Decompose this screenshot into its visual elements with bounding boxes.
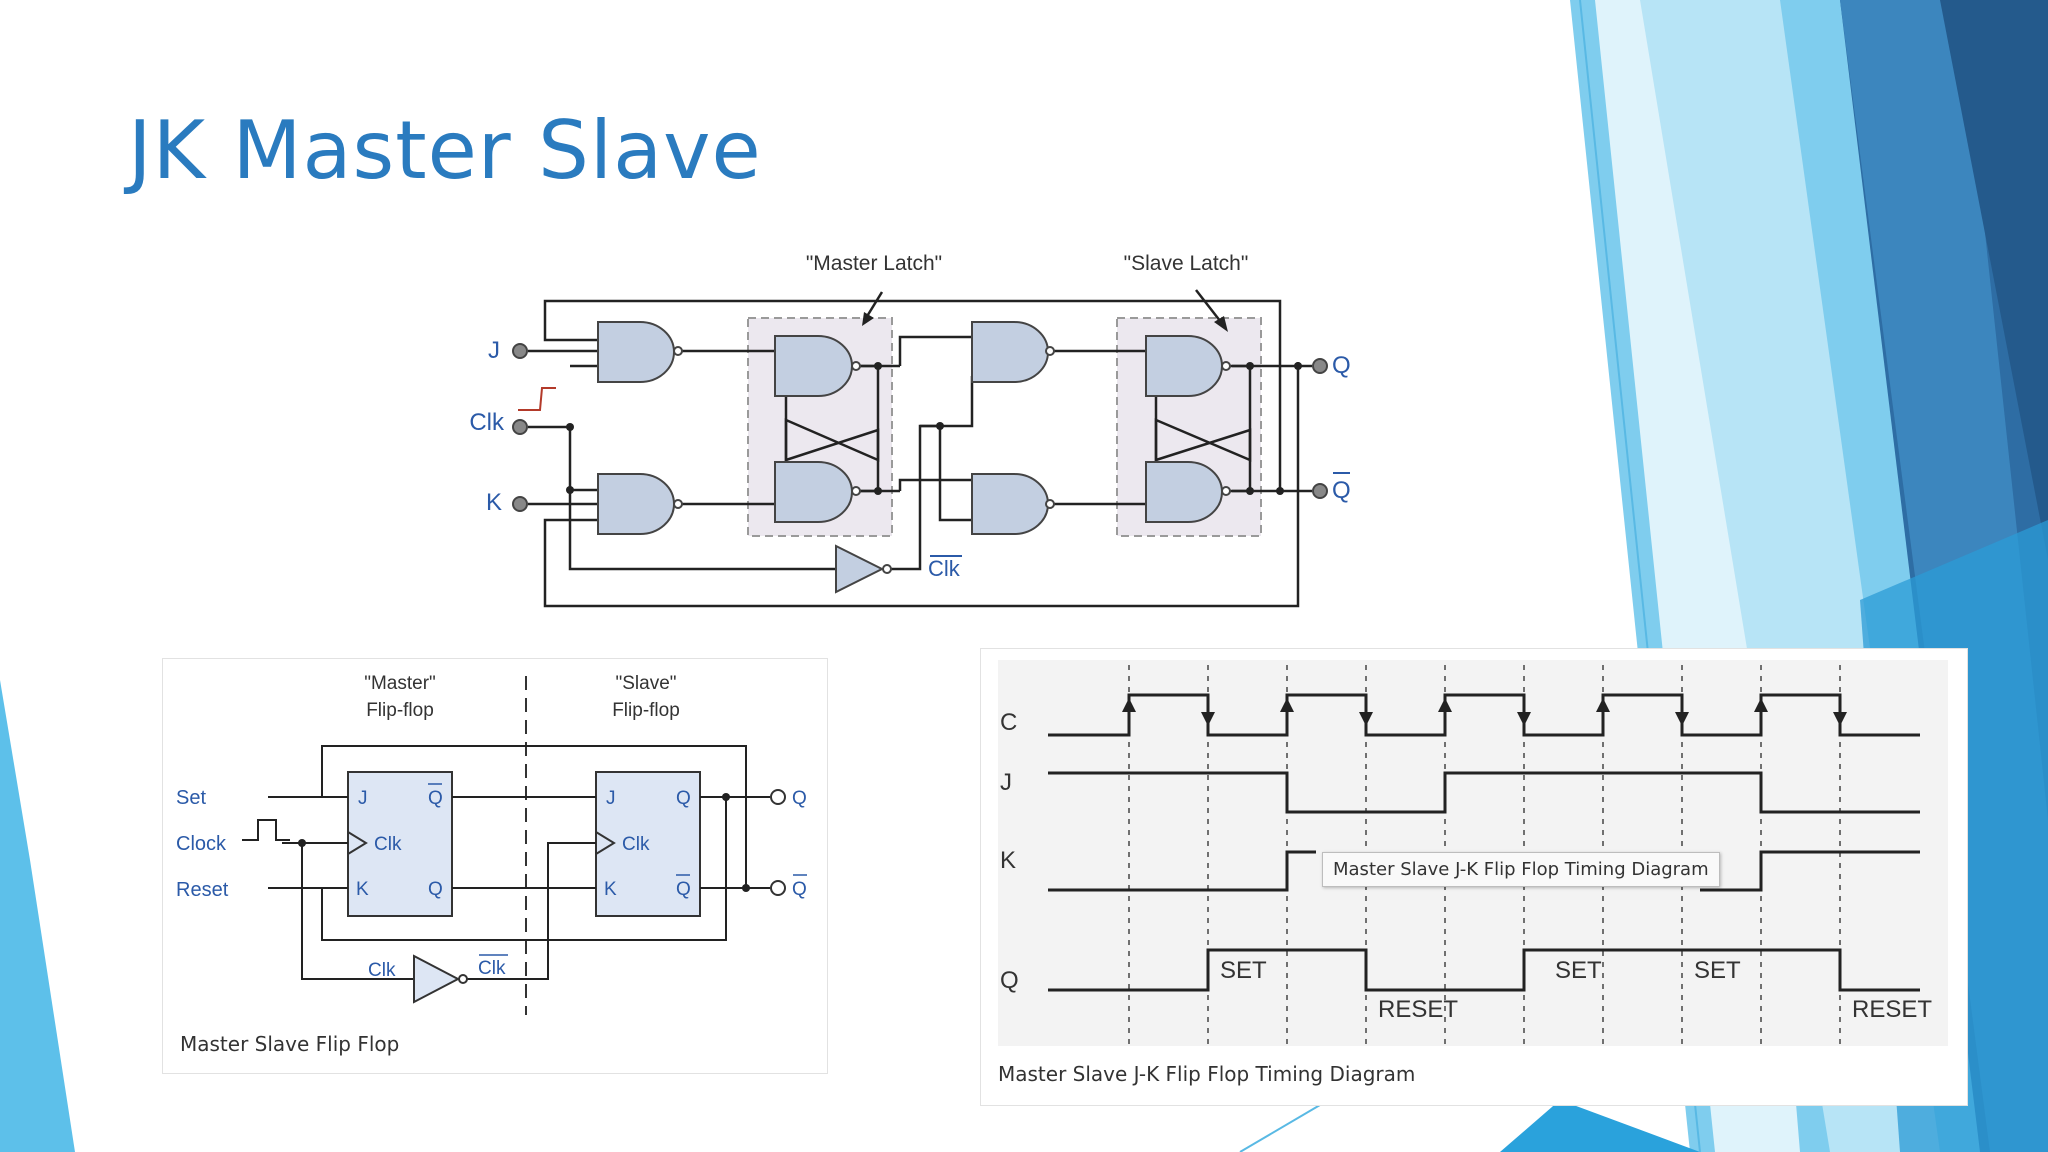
master-port-clk: Clk: [374, 834, 402, 855]
inverted-clock-label: Clk: [928, 556, 961, 581]
master-port-qbar: Q: [428, 788, 443, 809]
signal-c-label: C: [1000, 709, 1017, 736]
q-state-5: RESET: [1852, 996, 1932, 1023]
slave-port-j: J: [606, 788, 616, 809]
slave-port-q: Q: [676, 788, 691, 809]
ff-output-qbar: Q: [792, 879, 807, 900]
timing-diagram: C J K Q SET RESET SET SET RESET: [998, 660, 1948, 1046]
input-k-label: K: [486, 489, 502, 516]
master-port-q: Q: [428, 879, 443, 900]
slave-header-line2: Flip-flop: [612, 700, 680, 721]
timing-diagram-tooltip: Master Slave J-K Flip Flop Timing Diagra…: [1322, 852, 1720, 887]
input-j-label: J: [488, 337, 500, 364]
master-port-k: K: [356, 879, 369, 900]
set-input-label: Set: [176, 787, 206, 809]
clock-input-label: Clock: [176, 833, 227, 855]
reset-input-label: Reset: [176, 879, 229, 901]
master-header-line1: "Master": [364, 673, 436, 694]
slide-title: JK Master Slave: [128, 104, 762, 197]
signal-k-label: K: [1000, 847, 1016, 874]
master-slave-gate-schematic: "Master Latch" "Slave Latch" J Clk K Q Q…: [469, 252, 1351, 608]
slave-port-k: K: [604, 879, 617, 900]
slave-latch-label: "Slave Latch": [1124, 252, 1249, 275]
output-q-label: Q: [1332, 352, 1351, 379]
signal-j-label: J: [1000, 769, 1012, 796]
master-port-j: J: [358, 788, 368, 809]
timing-diagram-caption: Master Slave J-K Flip Flop Timing Diagra…: [998, 1062, 1416, 1086]
master-slave-flip-flop-diagram: "Master" Flip-flop "Slave" Flip-flop Set…: [176, 673, 807, 1015]
q-state-1: SET: [1220, 957, 1267, 984]
q-state-2: RESET: [1378, 996, 1458, 1023]
signal-q-label: Q: [1000, 967, 1019, 994]
input-clk-label: Clk: [469, 409, 505, 436]
flip-flop-panel: [162, 658, 828, 1074]
flip-flop-caption: Master Slave Flip Flop: [180, 1032, 400, 1056]
slave-port-qbar: Q: [676, 879, 691, 900]
inverter-input-label: Clk: [368, 960, 396, 981]
q-state-3: SET: [1555, 957, 1602, 984]
q-state-4: SET: [1694, 957, 1741, 984]
slave-header-line1: "Slave": [615, 673, 676, 694]
master-latch-label: "Master Latch": [806, 252, 942, 275]
inverter-output-label: Clk: [478, 958, 506, 979]
slave-port-clk: Clk: [622, 834, 650, 855]
master-header-line2: Flip-flop: [366, 700, 434, 721]
output-qbar-label: Q: [1332, 477, 1351, 504]
ff-output-q: Q: [792, 788, 807, 809]
